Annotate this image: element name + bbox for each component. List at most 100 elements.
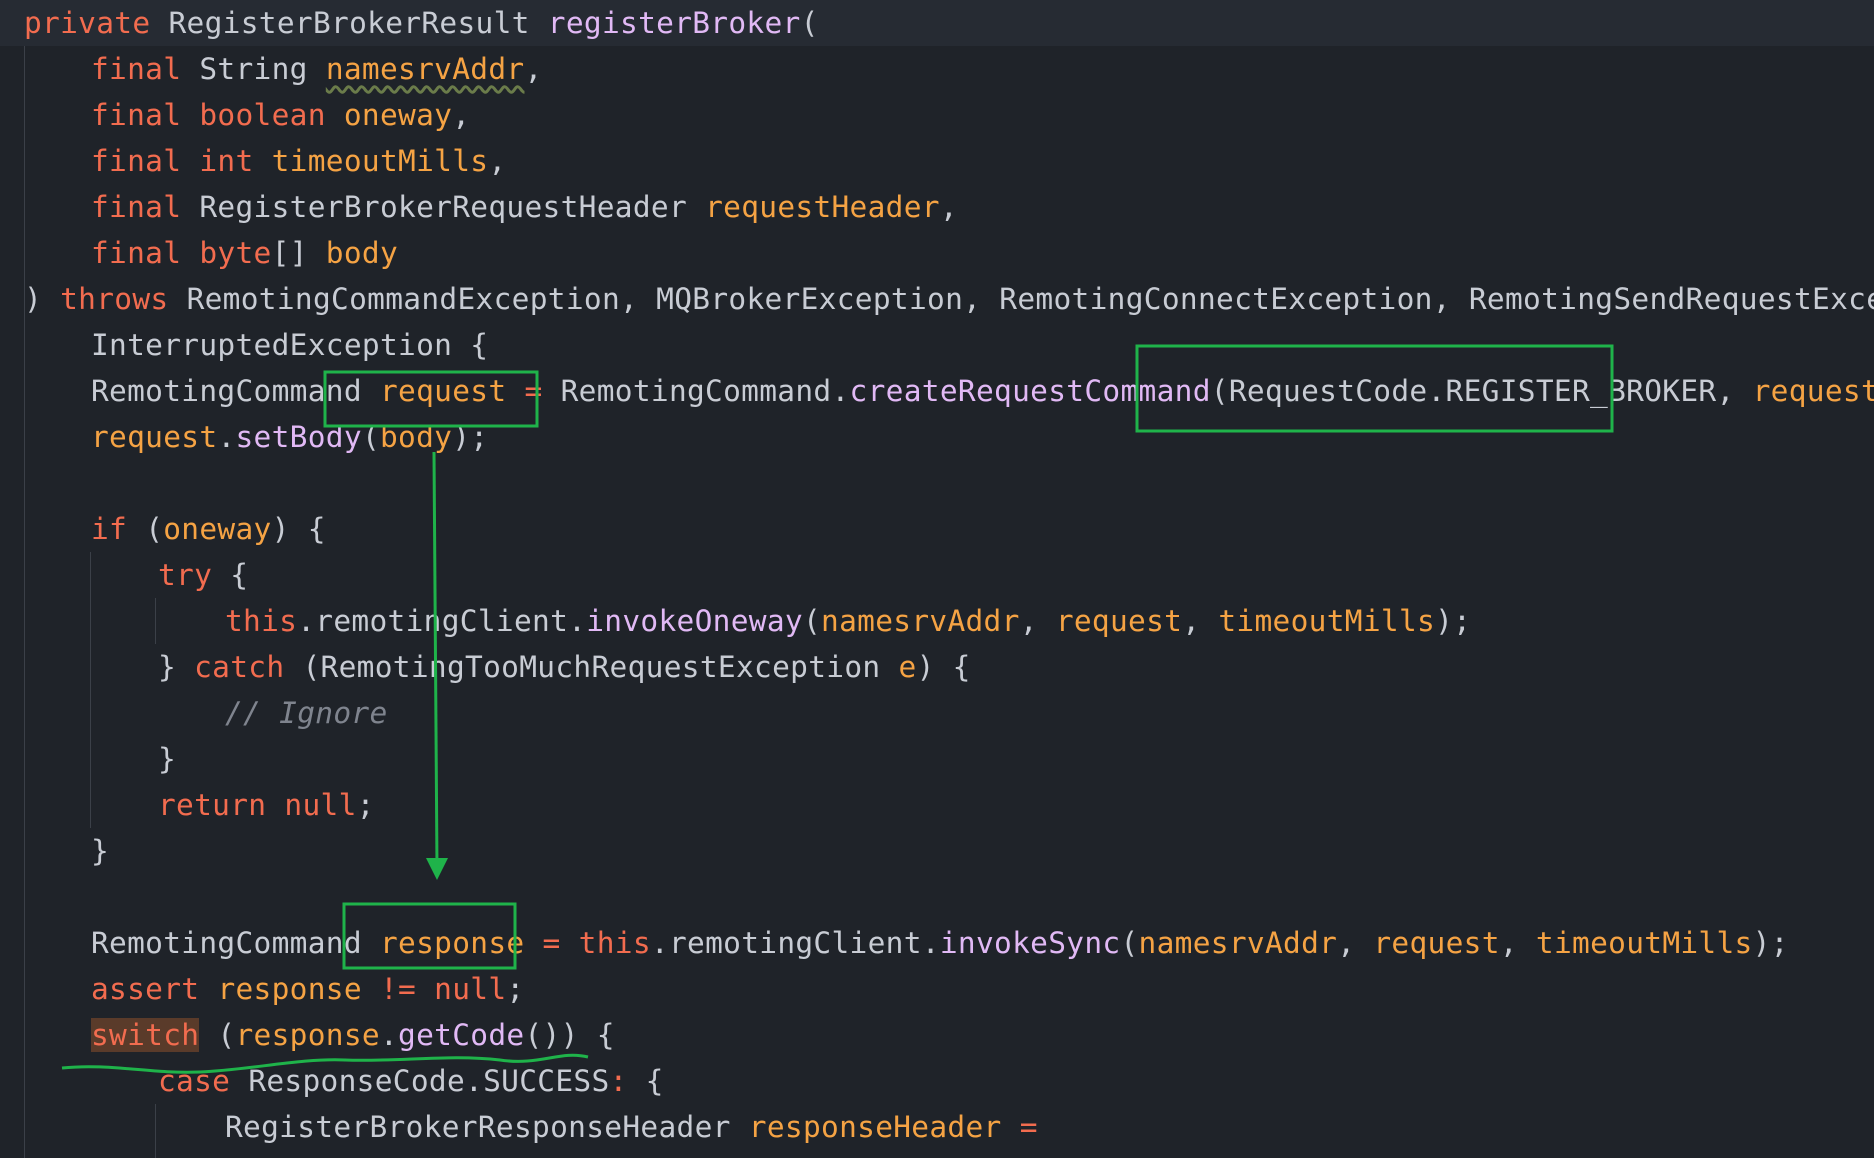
code-token: ( bbox=[802, 604, 822, 638]
code-token: (RequestCode.REGISTER_BROKER, bbox=[1210, 374, 1753, 408]
code-token: requestHeader bbox=[1752, 374, 1874, 408]
code-token: request bbox=[1055, 604, 1183, 638]
code-token: assert bbox=[91, 972, 218, 1006]
code-token: ; bbox=[356, 788, 375, 822]
code-token: RegisterBrokerRequestHeader bbox=[199, 190, 706, 224]
code-line[interactable]: final byte[] body bbox=[91, 230, 398, 276]
code-token: final byte bbox=[91, 236, 272, 270]
code-token: , bbox=[488, 144, 507, 178]
code-line[interactable]: // Ignore bbox=[225, 690, 388, 736]
code-line[interactable]: final RegisterBrokerRequestHeader reques… bbox=[91, 184, 958, 230]
annotation-arrowhead bbox=[426, 858, 448, 880]
code-token: RemotingCommand bbox=[91, 926, 380, 960]
code-line[interactable]: final boolean oneway, bbox=[91, 92, 470, 138]
code-line[interactable]: } catch (RemotingTooMuchRequestException… bbox=[158, 644, 971, 690]
code-token: getCode bbox=[398, 1018, 525, 1052]
code-token: ()) { bbox=[524, 1018, 615, 1052]
code-token: request bbox=[379, 374, 525, 408]
code-line[interactable]: RegisterBrokerResponseHeader responseHea… bbox=[225, 1104, 1038, 1150]
code-token: InterruptedException { bbox=[91, 328, 489, 362]
code-token: namesrvAddr bbox=[1138, 926, 1338, 960]
code-line[interactable]: case ResponseCode.SUCCESS: { bbox=[158, 1058, 664, 1104]
code-line[interactable]: switch (response.getCode()) { bbox=[91, 1012, 615, 1058]
code-line[interactable]: final String namesrvAddr, bbox=[91, 46, 543, 92]
code-token: ( bbox=[361, 420, 380, 454]
code-token: , bbox=[939, 190, 958, 224]
code-token: RemotingCommandException, MQBrokerExcept… bbox=[186, 282, 1874, 316]
code-token: , bbox=[1019, 604, 1056, 638]
code-line[interactable]: if (oneway) { bbox=[91, 506, 326, 552]
code-line[interactable]: RemotingCommand request = RemotingComman… bbox=[91, 368, 1874, 414]
code-token: response bbox=[217, 972, 380, 1006]
code-token: ( bbox=[1120, 926, 1139, 960]
code-token: body bbox=[325, 236, 399, 270]
code-line[interactable]: InterruptedException { bbox=[91, 322, 488, 368]
code-token: , bbox=[1337, 926, 1374, 960]
code-token: } bbox=[158, 742, 177, 776]
code-token: (RemotingTooMuchRequestException bbox=[302, 650, 899, 684]
code-token: .remotingClient. bbox=[297, 604, 587, 638]
current-line-highlight bbox=[0, 0, 1874, 46]
code-token: ( bbox=[800, 6, 819, 40]
code-token: .remotingClient. bbox=[650, 926, 940, 960]
code-token: { bbox=[230, 558, 249, 592]
code-token: String bbox=[199, 52, 326, 86]
code-line[interactable]: return null; bbox=[158, 782, 375, 828]
code-line[interactable]: private RegisterBrokerResult registerBro… bbox=[24, 0, 819, 46]
code-token: RemotingCommand. bbox=[560, 374, 850, 408]
code-token: registerBroker bbox=[547, 6, 801, 40]
code-token: ( bbox=[199, 1018, 236, 1052]
code-token: timeoutMills bbox=[1218, 604, 1436, 638]
indent-guide bbox=[24, 46, 25, 1158]
code-token: ); bbox=[1435, 604, 1472, 638]
code-token: this bbox=[225, 604, 298, 638]
code-token: RegisterBrokerResponseHeader bbox=[225, 1110, 749, 1144]
code-token: = bbox=[524, 374, 561, 408]
indent-guide bbox=[155, 1104, 156, 1158]
code-line[interactable]: } bbox=[158, 736, 176, 782]
code-token: ) { bbox=[916, 650, 971, 684]
code-token: } bbox=[91, 834, 110, 868]
code-token: { bbox=[645, 1064, 664, 1098]
code-line[interactable]: try { bbox=[158, 552, 248, 598]
code-token: invokeOneway bbox=[586, 604, 803, 638]
code-token: namesrvAddr bbox=[821, 604, 1020, 638]
code-token: RemotingCommand bbox=[91, 374, 380, 408]
code-token: RegisterBrokerResult bbox=[168, 6, 548, 40]
code-token: . bbox=[379, 1018, 399, 1052]
code-token: responseHeader bbox=[748, 1110, 1020, 1144]
code-token: . bbox=[217, 420, 236, 454]
code-token: response bbox=[379, 926, 543, 960]
code-token: namesrvAddr bbox=[325, 52, 525, 86]
code-line[interactable]: ) throws RemotingCommandException, MQBro… bbox=[24, 276, 1874, 322]
code-line[interactable]: } bbox=[91, 828, 109, 874]
code-token: ) bbox=[24, 282, 61, 316]
code-token: , bbox=[1182, 604, 1219, 638]
code-token: != null bbox=[379, 972, 507, 1006]
code-token: e bbox=[898, 650, 917, 684]
code-token: ResponseCode.SUCCESS bbox=[248, 1064, 610, 1098]
code-token: ) { bbox=[271, 512, 326, 546]
code-token: private bbox=[24, 6, 169, 40]
code-token: oneway bbox=[163, 512, 272, 546]
code-token: if bbox=[91, 512, 146, 546]
code-token: final bbox=[91, 190, 200, 224]
code-token: ; bbox=[506, 972, 525, 1006]
code-token: , bbox=[452, 98, 471, 132]
code-line[interactable]: RemotingCommand response = this.remoting… bbox=[91, 920, 1789, 966]
indent-guide bbox=[90, 552, 91, 828]
code-token: , bbox=[524, 52, 543, 86]
code-token: ( bbox=[145, 512, 164, 546]
code-line[interactable]: request.setBody(body); bbox=[91, 414, 488, 460]
code-line[interactable]: this.remotingClient.invokeOneway(namesrv… bbox=[225, 598, 1471, 644]
code-token: timeoutMills bbox=[271, 144, 489, 178]
code-token: return null bbox=[158, 788, 357, 822]
code-token: timeoutMills bbox=[1535, 926, 1753, 960]
code-token: [] bbox=[271, 236, 326, 270]
code-token: ); bbox=[452, 420, 489, 454]
code-line[interactable]: final int timeoutMills, bbox=[91, 138, 506, 184]
code-token: oneway bbox=[343, 98, 453, 132]
code-line[interactable]: assert response != null; bbox=[91, 966, 524, 1012]
code-token: try bbox=[158, 558, 231, 592]
